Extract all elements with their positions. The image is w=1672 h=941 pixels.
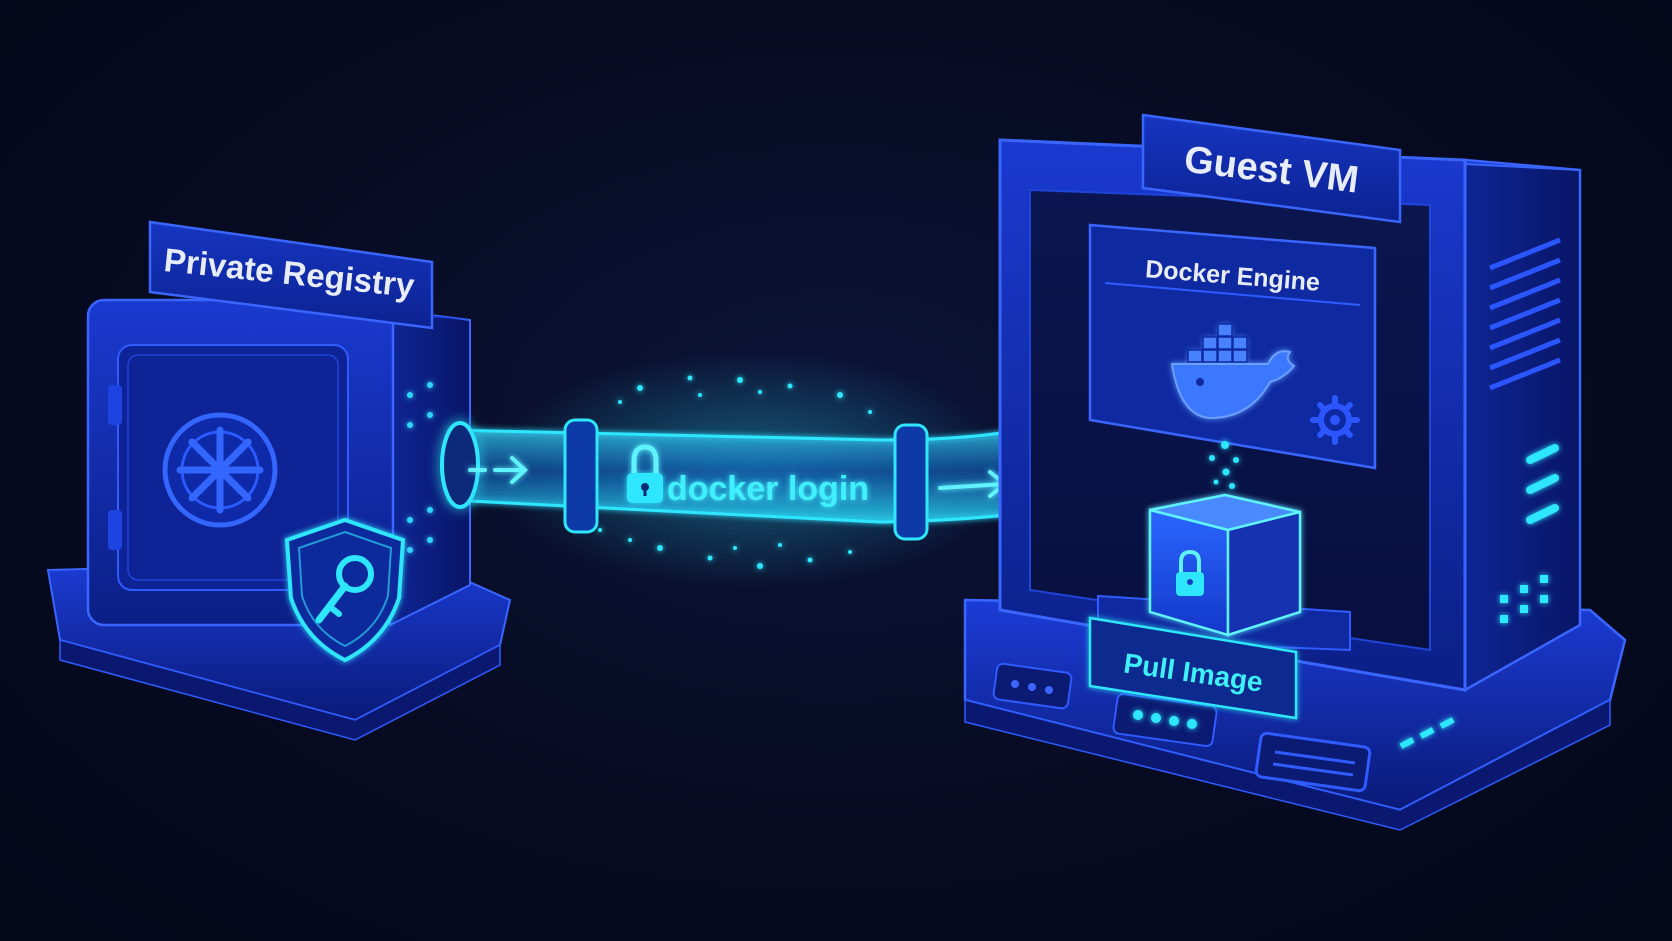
side-leds <box>1500 575 1548 623</box>
guest-vm: Docker Engine <box>963 113 1627 831</box>
vm-label-plate: Guest VM <box>1141 113 1402 224</box>
pipe-left-mouth <box>440 421 480 509</box>
pull-stream-dots <box>1209 441 1239 489</box>
pipe-coupling-right <box>893 423 929 541</box>
pull-image-plate: Pull Image <box>1088 616 1298 720</box>
shield-key-icon <box>284 517 406 663</box>
docker-whale-icon <box>1170 323 1296 420</box>
safe-hinge-top <box>108 385 122 425</box>
arrow-right-icon <box>468 456 528 484</box>
vent-icon <box>1489 237 1561 391</box>
safe-wheel-icon <box>162 412 278 528</box>
docker-login-pipe: docker login <box>440 350 1091 590</box>
docker-engine-panel: Docker Engine <box>1088 223 1377 470</box>
base-slot-center <box>1112 693 1218 747</box>
side-indicator-bars <box>1526 444 1559 524</box>
sparkle-particles <box>598 375 872 569</box>
base-vent-icon <box>1254 731 1372 793</box>
registry-side-leds <box>407 382 433 553</box>
pipe-coupling-left <box>563 418 599 534</box>
safe-hinge-bottom <box>108 510 122 550</box>
private-registry: Private Registry <box>46 220 512 741</box>
lock-icon <box>627 444 663 503</box>
padlock-cube-icon <box>1148 493 1302 637</box>
gear-icon <box>1310 395 1360 445</box>
pipe-label: docker login <box>667 470 869 508</box>
